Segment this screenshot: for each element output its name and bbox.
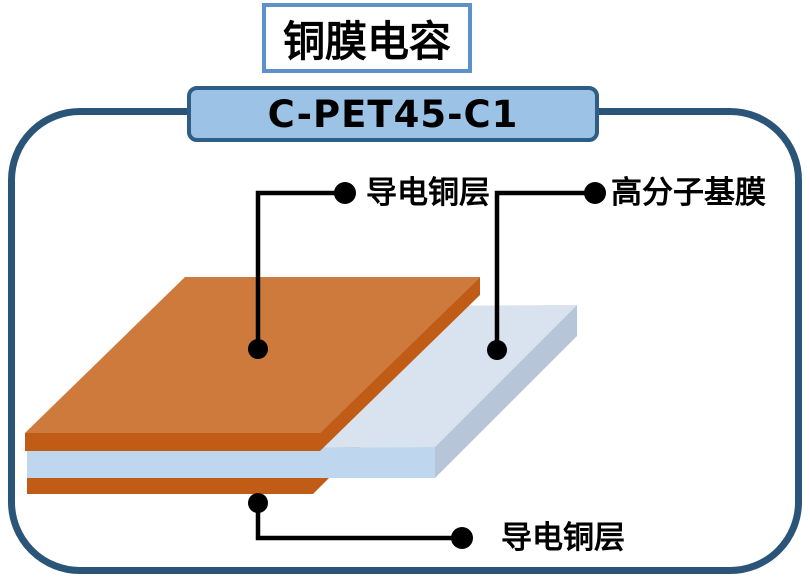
- top-copper-front-face: [25, 433, 320, 451]
- figure-title: 铜膜电容: [262, 3, 472, 73]
- label-bottom-copper-layer: 导电铜层: [501, 520, 625, 556]
- polymer-film-front-face: [27, 447, 435, 478]
- callout-dot-top-copper-surface: [248, 339, 268, 359]
- model-number-badge: C-PET45-C1: [187, 86, 599, 142]
- callout-line-bottom-copper: [255, 503, 462, 541]
- callout-dot-polymer-surface: [487, 340, 507, 360]
- label-top-copper-layer: 导电铜层: [366, 175, 490, 211]
- polymer-film-side-face: [435, 305, 577, 478]
- top-copper-side-face: [320, 277, 480, 451]
- callout-bullet-polymer-label: [584, 182, 606, 204]
- bottom-copper-front-face: [27, 478, 313, 494]
- callout-line-top-copper: [255, 190, 345, 349]
- label-polymer-base-film: 高分子基膜: [611, 175, 766, 211]
- callout-line-polymer-film: [494, 190, 595, 350]
- callout-dot-bottom-copper-surface: [248, 493, 268, 513]
- callout-bullet-top-copper-label: [334, 182, 356, 204]
- callout-bullet-bottom-copper-label: [451, 527, 473, 549]
